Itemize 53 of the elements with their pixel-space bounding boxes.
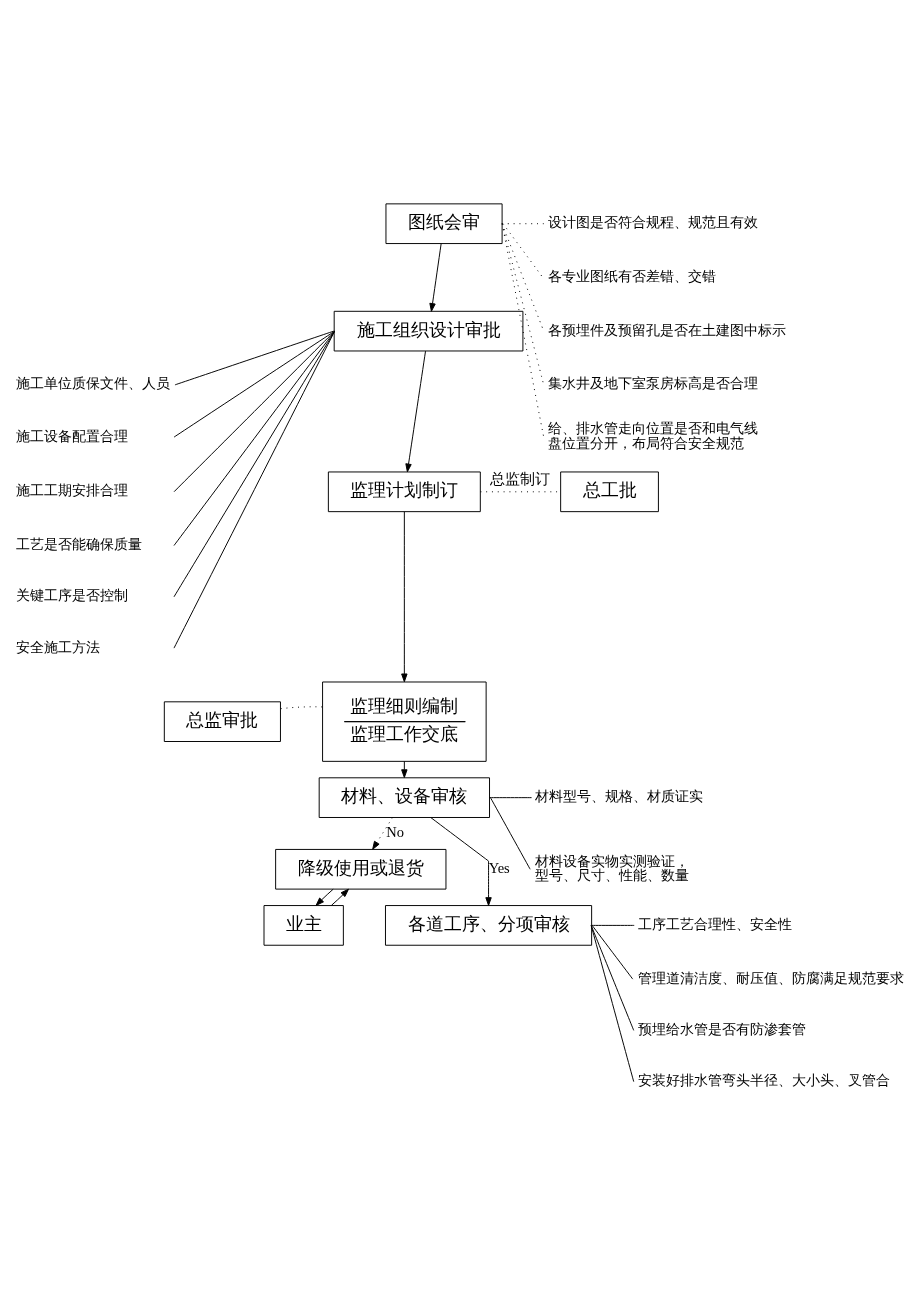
arrow <box>315 888 334 906</box>
node-text: 工序工艺合理性、安全性 <box>638 916 793 932</box>
node-text: 给、排水管走向位置是否和电气线盘位置分开，布局符合安全规范 <box>548 420 759 451</box>
connector <box>501 222 545 438</box>
node-text: 施工单位质保文件、人员 <box>15 375 170 391</box>
connector <box>591 924 634 980</box>
node-text: 设计图是否符合规程、规范且有效 <box>548 214 759 230</box>
node-text: 各预埋件及预留孔是否在土建图中标示 <box>548 322 787 338</box>
arrow <box>405 350 426 472</box>
connector <box>502 222 544 278</box>
node-text: 安全施工方法 <box>15 639 100 655</box>
node-box: 监理计划制订 <box>327 470 481 512</box>
arrow <box>330 888 349 906</box>
arrow <box>429 242 442 312</box>
connector <box>490 796 531 870</box>
connector <box>501 222 545 385</box>
node-box: 总工批 <box>560 470 659 512</box>
node-text: 施工工期安排合理 <box>15 482 128 498</box>
connector <box>173 330 336 546</box>
node-text: 关键工序是否控制 <box>15 587 128 603</box>
node-box: 监理细则编制 监理工作交底 <box>322 681 487 762</box>
node-text: 施工设备配置合理 <box>15 428 128 444</box>
connector <box>591 924 635 926</box>
node-box: 总监审批 <box>163 700 281 742</box>
node-text: 材料型号、规格、材质证实 <box>535 788 704 804</box>
node-text: 安装好排水管弯头半径、大小头、叉管合 <box>638 1072 891 1088</box>
connector <box>173 330 336 438</box>
connector <box>489 796 533 798</box>
node-text: 各专业图纸有否差错、交错 <box>548 268 717 284</box>
node-box: 材料、设备审核 <box>318 776 490 818</box>
connector <box>590 924 635 1031</box>
connector <box>174 330 335 385</box>
arrow <box>401 760 408 778</box>
node-text: 预埋给水管是否有防渗套管 <box>638 1021 807 1037</box>
node-box: 施工组织设计审批 <box>333 310 524 351</box>
arrow <box>430 816 492 906</box>
edge-label: 总监制订 <box>490 470 551 487</box>
node-text: 集水井及地下室泵房标高是否合理 <box>548 375 759 391</box>
connector <box>173 330 336 492</box>
node-box: 各道工序、分项审核 <box>385 904 593 946</box>
node-box: 业主 <box>263 904 344 946</box>
connector <box>590 924 635 1082</box>
node-text: 管理道清洁度、耐压值、防腐满足规范要求 <box>638 970 905 986</box>
node-text: 工艺是否能确保质量 <box>15 536 142 552</box>
edge-label: No <box>386 823 405 840</box>
arrow <box>401 510 408 682</box>
node-box: 图纸会审 <box>385 202 503 244</box>
connector <box>173 330 336 597</box>
node-text: 材料设备实物实测验证，型号、尺寸、性能、数量 <box>535 853 690 883</box>
node-box: 降级使用或退货 <box>275 848 447 890</box>
connector <box>173 330 336 649</box>
edge-label: Yes <box>488 859 510 876</box>
arrow <box>372 816 393 850</box>
